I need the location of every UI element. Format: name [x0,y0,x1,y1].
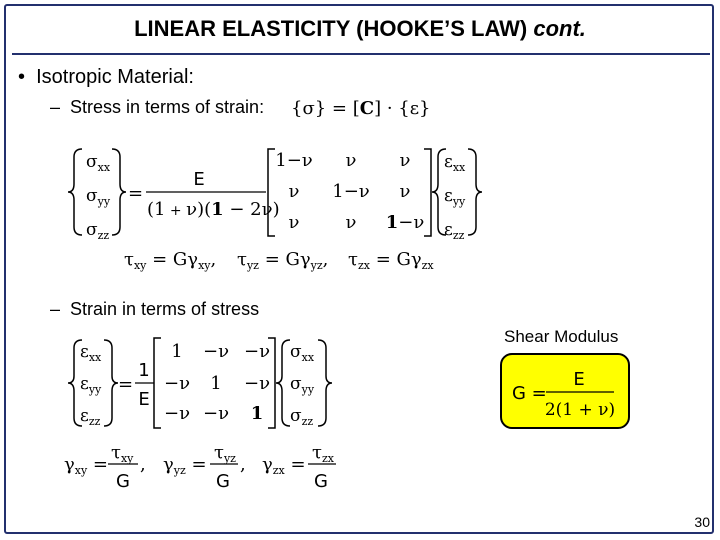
svg-text:G: G [116,471,130,492]
svg-text:ν: ν [346,150,357,171]
shear-stress-relations: τxy = Gγxy, τyz = Gγyz, τzx = Gγzx [124,249,434,272]
svg-text:εyy: εyy [444,186,466,208]
svg-text:τyz = Gγyz,: τyz = Gγyz, [237,249,328,272]
svg-text:ν: ν [400,181,411,202]
svg-text:−ν: −ν [203,403,229,424]
svg-text:−ν: −ν [203,341,229,362]
svg-text:=: = [118,374,133,395]
svg-text:ν: ν [289,181,300,202]
title-underline [12,53,710,55]
svg-text:γzx =: γzx = [262,454,306,477]
svg-text:1: 1 [210,373,221,394]
svg-text:σzz: σzz [86,220,109,242]
slide-frame [4,4,714,534]
svg-text:(1 + ν)(1 − 2ν): (1 + ν)(1 − 2ν) [147,199,280,220]
svg-text:τxy: τxy [111,442,134,465]
svg-text:σxx: σxx [86,152,111,174]
slide-title: LINEAR ELASTICITY (HOOKE’S LAW) cont. [134,16,586,41]
svg-text:εxx: εxx [444,152,466,174]
svg-text:ν: ν [289,212,300,233]
compact-equation: {σ} = [C] · {ε} [291,98,431,119]
shear-modulus-box [500,353,630,429]
page-number: 30 [694,514,710,530]
svg-text:σyy: σyy [290,374,315,396]
sub-bullet-stress: – Stress in terms of strain: [50,97,265,117]
svg-text:τzx = Gγzx: τzx = Gγzx [348,249,434,272]
svg-text:εzz: εzz [80,406,101,428]
svg-text:,: , [140,454,146,475]
svg-text:G =: G = [512,383,547,404]
sub-bullet-strain: – Strain in terms of stress [50,299,260,319]
svg-text:G: G [216,471,230,492]
svg-text:τxy = Gγxy,: τxy = Gγxy, [124,249,216,272]
svg-text:1−ν: 1−ν [386,212,425,233]
svg-text:=: = [128,183,143,204]
svg-text:E: E [138,389,149,410]
svg-text:2(1 + ν): 2(1 + ν) [545,400,615,420]
bullet-isotropic: • Isotropic Material: [18,66,194,88]
svg-text:1−ν: 1−ν [332,181,369,202]
svg-text:γxy =: γxy = [64,454,108,477]
svg-text:ν: ν [346,212,357,233]
svg-text:εzz: εzz [444,220,465,242]
svg-text:−ν: −ν [164,373,190,394]
svg-text:τyz: τyz [214,442,236,465]
svg-text:,: , [240,454,246,475]
svg-text:εyy: εyy [80,374,102,396]
shear-strain-relations: γxy = τxy G , γyz = τyz G , γzx = τzx G [64,442,336,492]
svg-text:1: 1 [251,403,264,424]
svg-text:1: 1 [171,341,182,362]
svg-text:ν: ν [400,150,411,171]
shear-modulus-label: Shear Modulus [504,327,619,346]
svg-text:G: G [314,471,328,492]
svg-text:E: E [193,169,204,190]
shear-modulus-formula: G = E 2(1 + ν) [512,369,615,420]
svg-text:σyy: σyy [86,186,111,208]
svg-text:τzx: τzx [312,442,335,465]
svg-text:1−ν: 1−ν [275,150,312,171]
svg-text:1: 1 [138,360,149,381]
svg-text:E: E [573,369,584,390]
svg-text:−ν: −ν [244,341,270,362]
svg-text:−ν: −ν [164,403,190,424]
svg-text:εxx: εxx [80,342,102,364]
svg-text:σzz: σzz [290,406,313,428]
svg-text:−ν: −ν [244,373,270,394]
svg-text:{σ} = [C] · {ε}: {σ} = [C] · {ε} [291,98,431,119]
svg-text:σxx: σxx [290,342,315,364]
svg-text:γyz =: γyz = [163,454,207,477]
